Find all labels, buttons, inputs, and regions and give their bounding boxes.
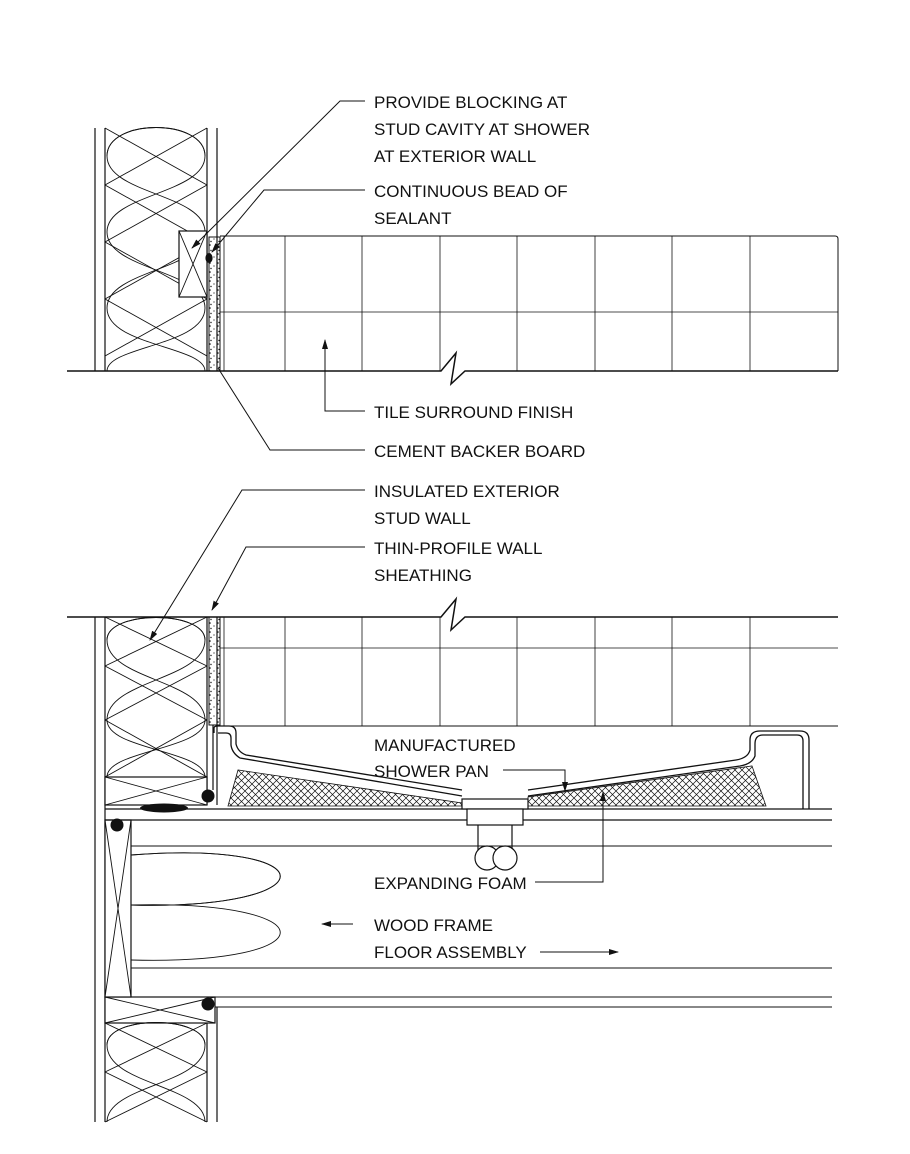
bottom-plates [104,996,216,1024]
sealant-bead [205,253,213,263]
lower-cement-backer-board [208,616,221,726]
expanding-foam-right [527,765,767,807]
lower-insulation-upper [104,616,208,778]
leader-lines [149,100,606,883]
label-floor-assembly: WOOD FRAME FLOOR ASSEMBLY [374,916,527,962]
tile-surround-lower [219,617,838,727]
label-sealant: CONTINUOUS BEAD OF SEALANT [374,182,572,228]
shower-drain [461,798,529,871]
upper-insulation [104,127,208,372]
label-tile-surround: TILE SURROUND FINISH [374,403,573,422]
label-shower-pan: MANUFACTURED SHOWER PAN [374,736,520,781]
floor-insulation [130,852,281,961]
floor-joist-lines [131,845,832,1008]
sealant-dot-ceiling [201,997,215,1011]
label-sheathing: THIN-PROFILE WALL SHEATHING [374,539,547,585]
lower-insulation-lower [104,1022,208,1123]
blocking-block [178,230,208,298]
label-blocking: PROVIDE BLOCKING AT STUD CAVITY AT SHOWE… [374,93,595,166]
upper-break-line [67,350,838,387]
upper-wall-detail [67,127,839,387]
label-cement-backer: CEMENT BACKER BOARD [374,442,585,461]
lower-floor-detail [67,596,838,1123]
tile-surround-upper [220,235,839,371]
sealant-dot-subfloor [110,818,124,832]
label-stud-wall: INSULATED EXTERIOR STUD WALL [374,482,565,528]
label-expanding-foam: EXPANDING FOAM [374,874,527,893]
sealant-dot-pan [201,789,215,803]
shower-pan [213,725,810,809]
rim-joist [104,819,132,998]
sill-plates [104,776,208,806]
lower-break-line [67,596,838,633]
sill-sealant-gasket [140,803,188,813]
